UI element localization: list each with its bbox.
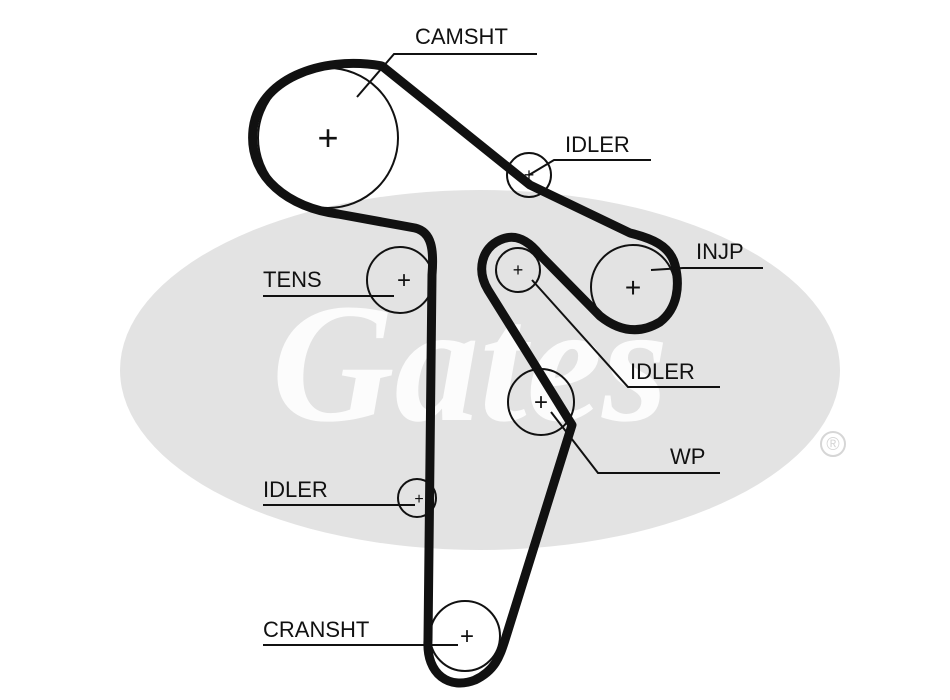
idler-middle-leader	[531, 279, 720, 388]
idler-middle-center-mark: +	[513, 260, 524, 280]
idler-top-pulley	[506, 152, 552, 198]
water-pump-leader	[550, 411, 720, 474]
tensioner-center-mark: +	[397, 267, 411, 294]
idler-top-leader	[528, 159, 651, 176]
injection-pump-center-mark: +	[625, 272, 641, 303]
camshaft-pulley	[257, 67, 399, 209]
labels: CAMSHT IDLER INJP TENS IDLER WP IDLER CR…	[263, 24, 744, 642]
idler-lower-center-mark: +	[414, 491, 423, 508]
label-camshaft: CAMSHT	[415, 24, 508, 49]
water-pump-pulley	[507, 368, 575, 436]
idler-lower-pulley	[397, 478, 437, 518]
registered-mark-circle	[820, 431, 846, 457]
gates-watermark: Gates ®	[120, 190, 846, 550]
idler-middle-pulley	[495, 247, 541, 293]
camshaft-center-mark: +	[317, 117, 338, 158]
crankshaft-center-mark: +	[460, 623, 474, 650]
watermark-brand: Gates	[272, 269, 669, 457]
crankshaft-pulley	[429, 600, 501, 672]
tensioner-pulley	[366, 246, 434, 314]
leader-lines	[263, 53, 763, 646]
label-idler-lower: IDLER	[263, 477, 328, 502]
label-crankshaft: CRANSHT	[263, 617, 369, 642]
registered-mark: ®	[826, 434, 839, 454]
label-water-pump: WP	[670, 444, 705, 469]
label-tensioner: TENS	[263, 267, 322, 292]
watermark-ellipse	[120, 190, 840, 550]
label-idler-middle: IDLER	[630, 359, 695, 384]
timing-belt-outer	[248, 58, 682, 688]
pulleys	[257, 67, 676, 672]
label-injection-pump: INJP	[696, 239, 744, 264]
camshaft-leader	[356, 53, 537, 98]
injection-pump-pulley	[590, 244, 676, 330]
injection-pump-leader	[650, 267, 763, 271]
label-idler-top: IDLER	[565, 132, 630, 157]
water-pump-center-mark: +	[534, 389, 548, 416]
